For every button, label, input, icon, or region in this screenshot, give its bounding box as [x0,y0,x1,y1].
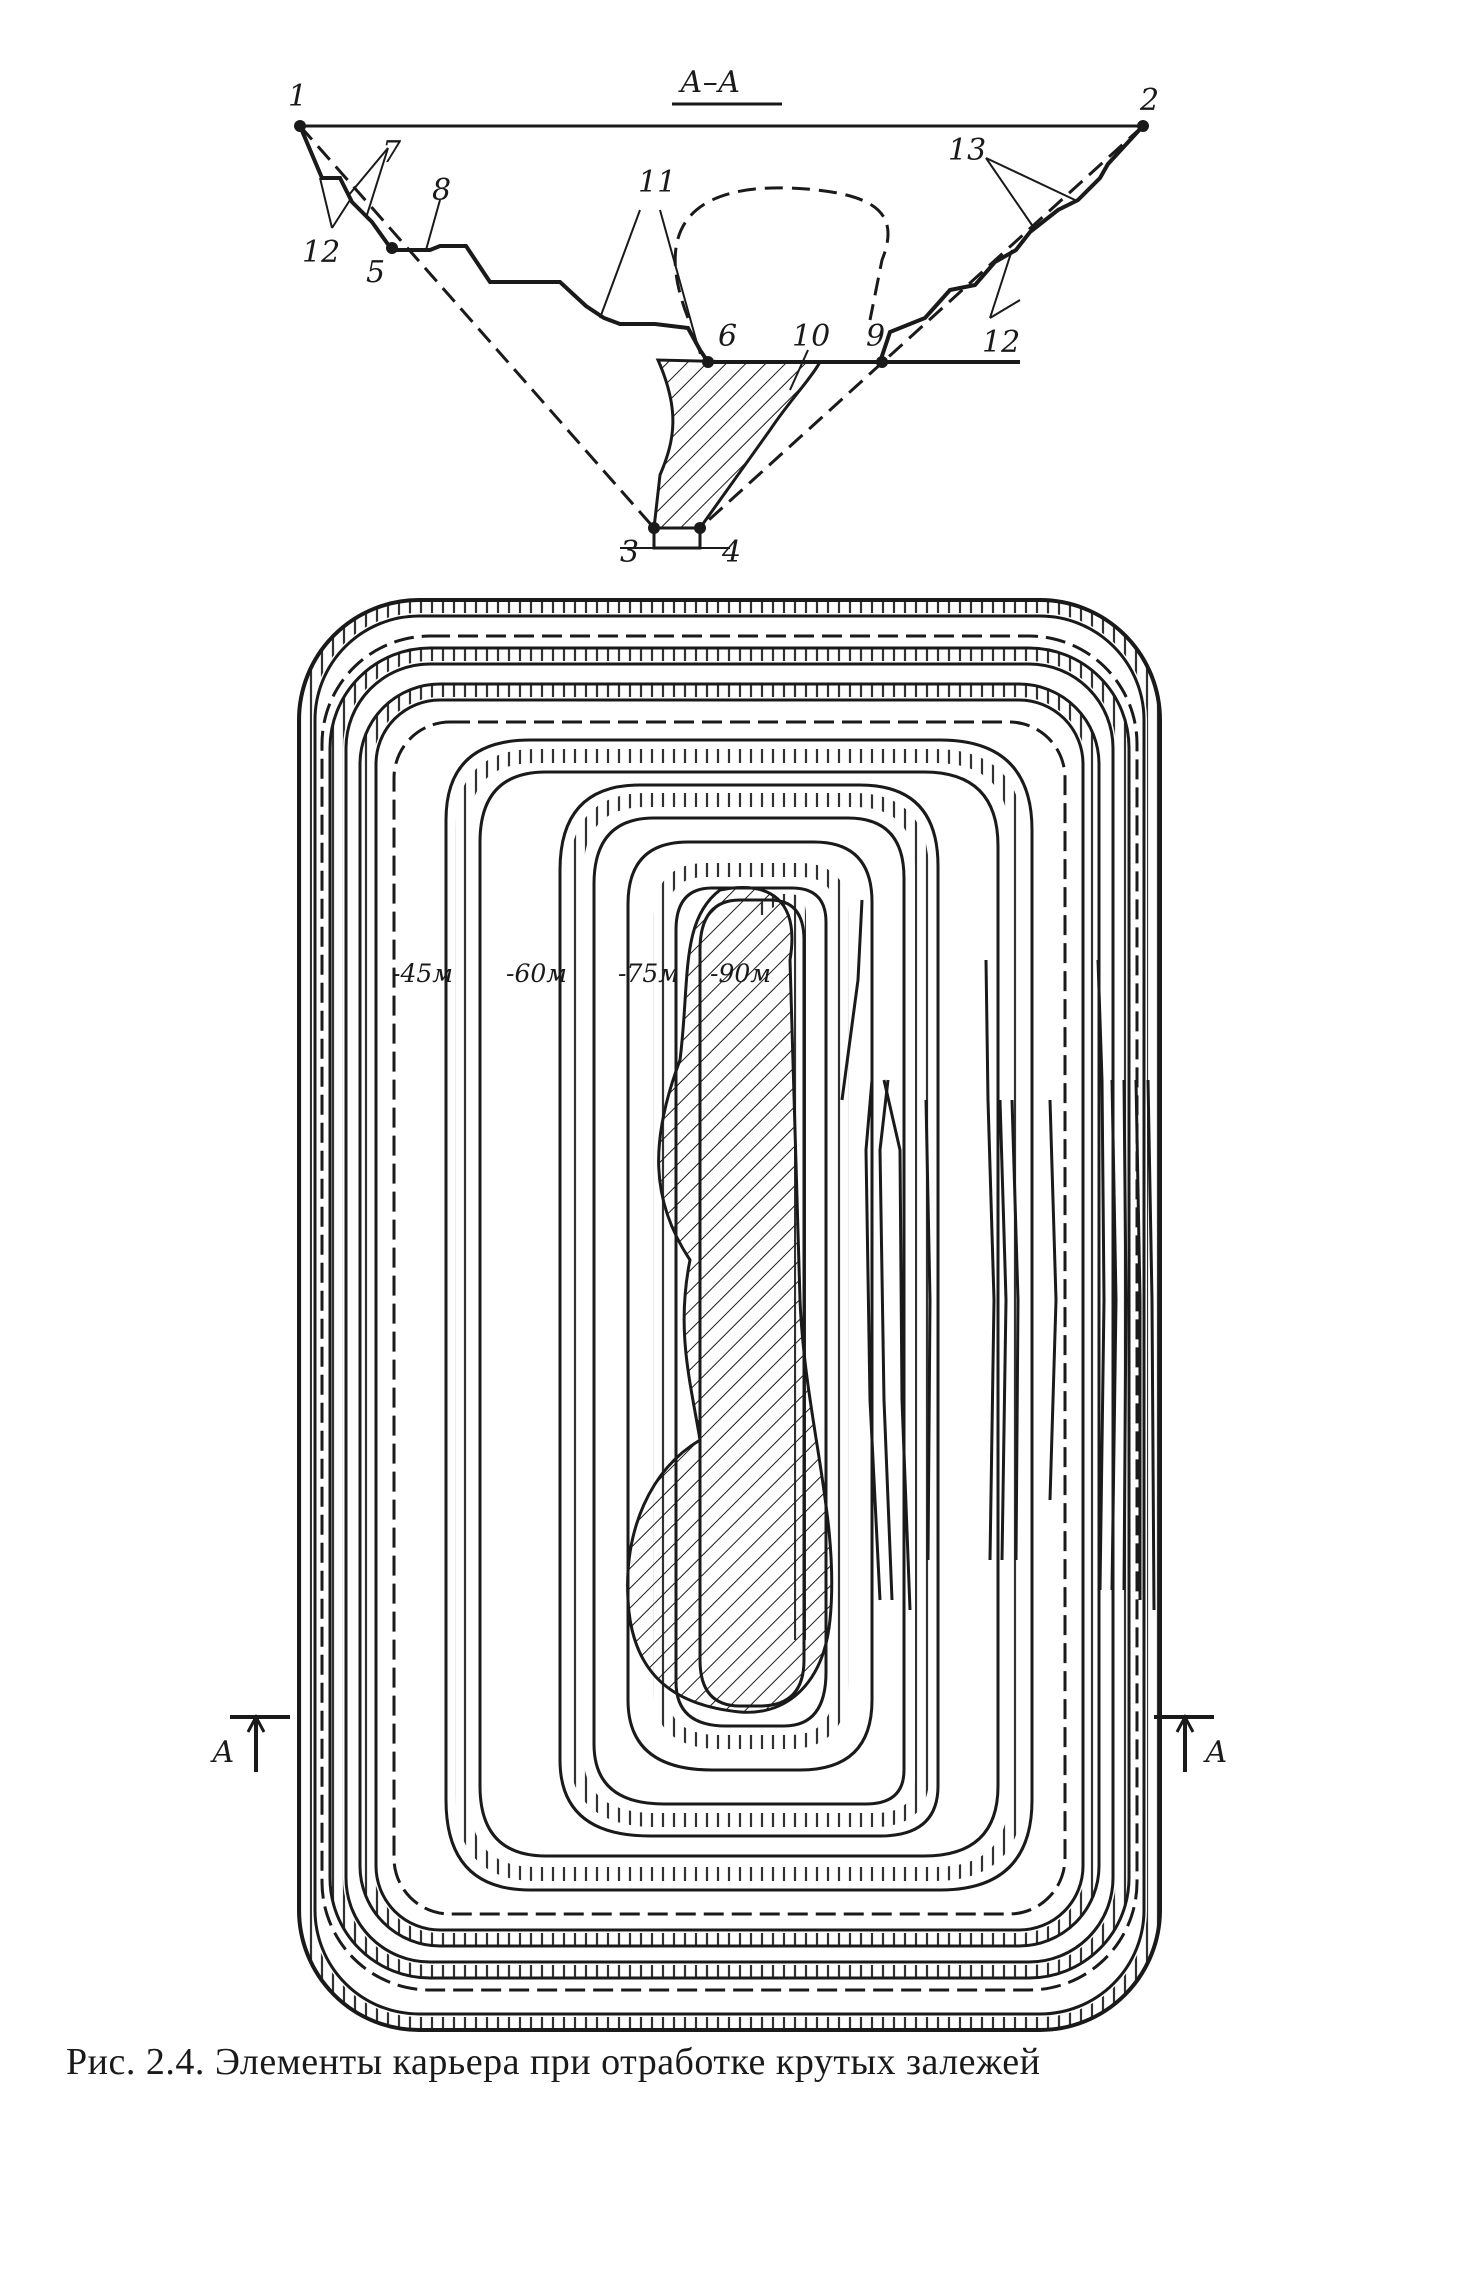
svg-text:10: 10 [792,319,830,354]
level-labels: -45м -60м -75м -90м [392,959,771,988]
svg-text:8: 8 [432,173,451,208]
svg-text:12: 12 [982,325,1020,360]
section-labels: 1 2 3 4 5 6 7 8 9 10 11 12 12 13 [288,79,1159,570]
leader-lines [319,147,1076,391]
svg-text:2: 2 [1139,83,1159,118]
ore-body [652,358,823,530]
final-pit-contour [298,124,1145,530]
svg-text:-90м: -90м [710,959,771,988]
svg-text:-75м: -75м [618,959,679,988]
section-marker-right: А [1154,1713,1228,1772]
figure-caption: Рис. 2.4. Элементы карьера при отработке… [66,2041,1041,2083]
cross-section: А–А [288,65,1159,570]
bench-band-1 [297,598,1162,2032]
right-benches [878,124,1145,363]
ore-body-outline [673,186,890,321]
bench-band-2 [320,634,1139,1992]
section-marker-left: А [210,1713,290,1772]
svg-text:4: 4 [721,535,741,570]
section-points [294,120,1149,534]
svg-text:А: А [210,1735,235,1770]
svg-text:6: 6 [718,319,737,354]
svg-text:-60м: -60м [506,959,567,988]
svg-text:А: А [1203,1735,1228,1770]
bench-band-6 [626,840,874,1772]
section-title: А–А [678,65,740,100]
plan-view: -45м -60м -75м -90м А А [210,598,1228,2032]
svg-text:7: 7 [382,135,402,170]
bench-band-3 [358,682,1101,1948]
bench-band-5 [558,783,940,1838]
haul-ramps [840,899,1156,1611]
svg-text:12: 12 [302,235,340,270]
plan-ore-body [626,886,834,1714]
svg-text:13: 13 [948,133,986,168]
bench-band-4 [444,738,1034,1892]
svg-text:3: 3 [620,535,639,570]
svg-text:9: 9 [866,319,885,354]
svg-text:5: 5 [366,255,385,290]
left-benches [298,125,1020,364]
svg-text:11: 11 [638,165,676,200]
pit-bottom [652,526,702,550]
svg-text:-45м: -45м [392,959,453,988]
svg-text:1: 1 [288,79,307,114]
